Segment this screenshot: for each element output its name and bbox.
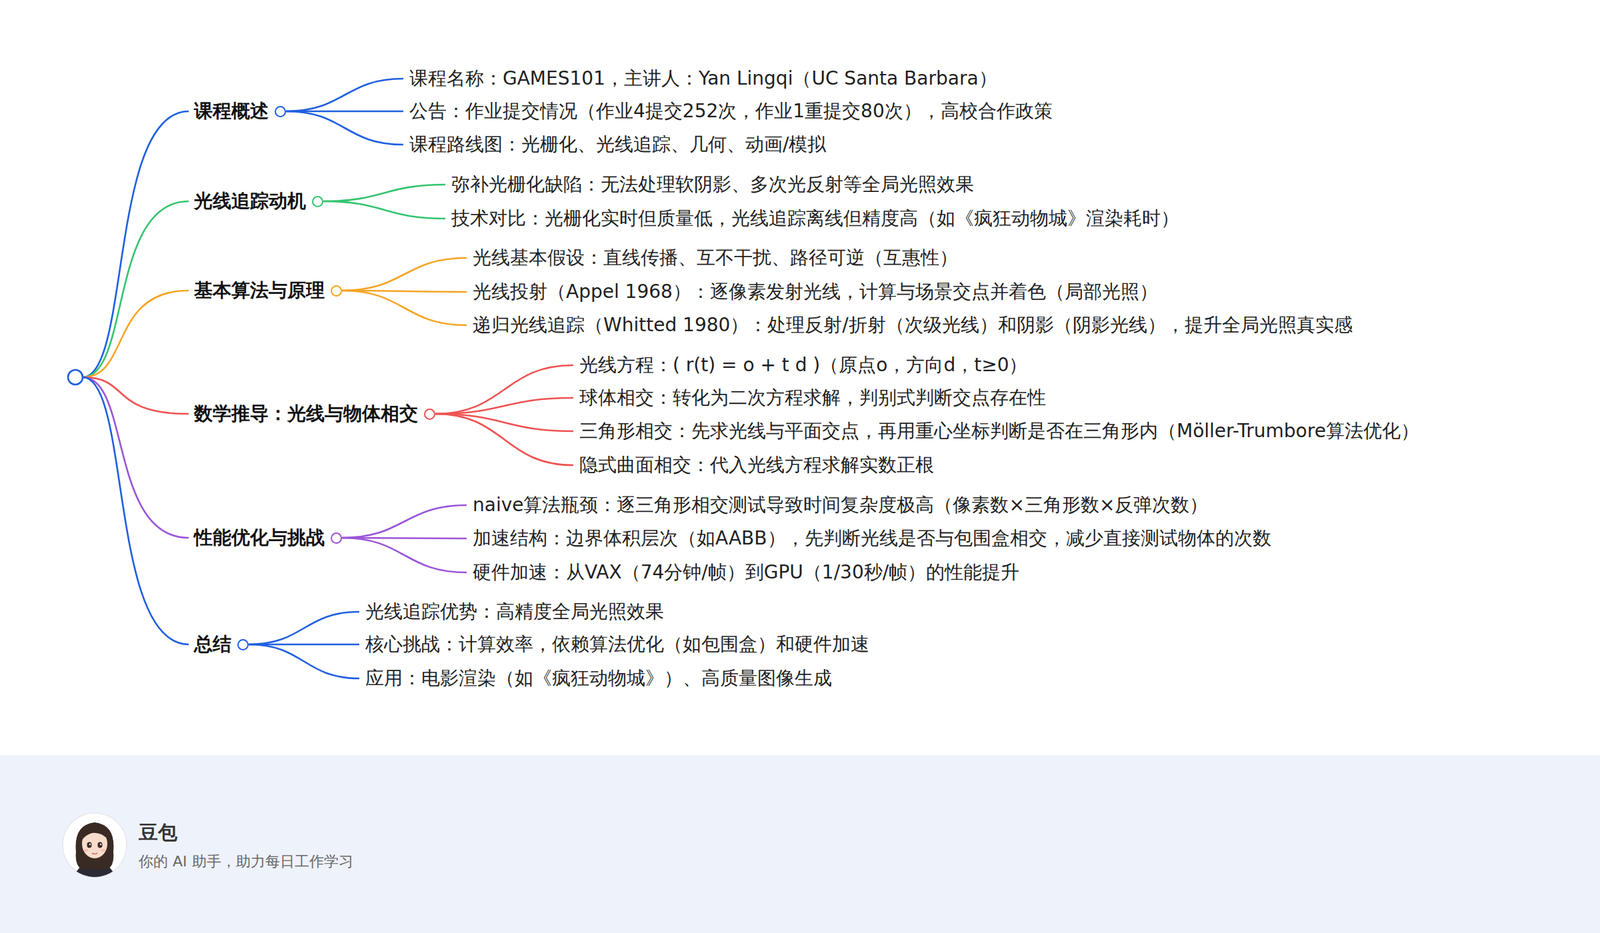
leaf-topic: 课程路线图：光栅化、光线追踪、几何、动画/模拟: [403, 132, 829, 158]
leaf-topic: 球体相交：转化为二次方程求解，判别式判断交点存在性: [573, 385, 1049, 411]
leaf-label: 光线追踪优势：高精度全局光照效果: [365, 599, 664, 625]
leaf-label: 技术对比：光栅化实时但质量低，光线追踪离线但精度高（如《疯狂动物城》渲染耗时）: [451, 206, 1180, 232]
leaf-label: 隐式曲面相交：代入光线方程求解实数正根: [579, 452, 934, 478]
leaf-topic: 课程名称：GAMES101，主讲人：Yan Lingqi（UC Santa Ba…: [403, 66, 1000, 92]
branch-dot: [330, 532, 342, 544]
branch-dot: [330, 285, 342, 297]
connector-line: [435, 398, 574, 414]
assistant-tagline: 你的 AI 助手，助力每日工作学习: [138, 852, 354, 872]
leaf-topic: 技术对比：光栅化实时但质量低，光线追踪离线但精度高（如《疯狂动物城》渲染耗时）: [445, 206, 1182, 232]
leaf-topic: 三角形相交：先求光线与平面交点，再用重心坐标判断是否在三角形内（Möller-T…: [573, 418, 1422, 444]
branch-connector: [342, 290, 467, 326]
branch-connector: [342, 538, 467, 573]
leaf-label: 应用：电影渲染（如《疯狂动物城》）、高质量图像生成: [365, 666, 832, 692]
root-branch-line: [82, 201, 189, 378]
branch-dot: [424, 408, 436, 420]
leaf-label: 光线方程：( r(t) = o + t d )（原点o，方向d，t≥0）: [579, 352, 1028, 378]
leaf-topic: 递归光线追踪（Whitted 1980）：处理反射/折射（次级光线）和阴影（阴影…: [466, 312, 1356, 338]
root-branch-line: [82, 111, 189, 378]
leaf-label: 光线基本假设：直线传播、互不干扰、路径可逆（互惠性）: [472, 245, 958, 271]
leaf-label: 核心挑战：计算效率，依赖算法优化（如包围盒）和硬件加速: [365, 632, 870, 658]
leaf-label: 球体相交：转化为二次方程求解，判别式判断交点存在性: [579, 385, 1046, 411]
footer-band: [0, 755, 1600, 933]
connector-line: [342, 538, 467, 573]
connector-line: [248, 612, 360, 645]
branch-connector: [248, 644, 360, 679]
branch-connector: [342, 505, 467, 538]
branch-topic: 光线追踪动机: [187, 188, 324, 214]
connector-line: [342, 290, 467, 326]
connector-line: [323, 201, 446, 219]
root-branch-line: [82, 290, 189, 378]
connector-line: [342, 505, 467, 538]
branch-connector: [286, 111, 404, 112]
leaf-topic: 硬件加速：从VAX（74分钟/帧）到GPU（1/30秒/帧）的性能提升: [466, 560, 1022, 586]
branch-connector: [248, 612, 360, 645]
leaf-label: naive算法瓶颈：逐三角形相交测试导致时间复杂度极高（像素数×三角形数×反弹次…: [472, 492, 1208, 518]
branch-connector: [435, 414, 574, 466]
leaf-topic: 加速结构：边界体积层次（如AABB），先判断光线是否与包围盒相交，减少直接测试物…: [466, 526, 1274, 552]
leaf-topic: 弥补光栅化缺陷：无法处理软阴影、多次光反射等全局光照效果: [445, 172, 977, 198]
leaf-label: 三角形相交：先求光线与平面交点，再用重心坐标判断是否在三角形内（Möller-T…: [579, 418, 1420, 444]
leaf-topic: 公告：作业提交情况（作业4提交252次，作业1重提交80次），高校合作政策: [403, 98, 1056, 124]
assistant-name: 豆包: [138, 820, 178, 847]
leaf-topic: naive算法瓶颈：逐三角形相交测试导致时间复杂度极高（像素数×三角形数×反弹次…: [466, 492, 1211, 518]
connector-line: [323, 184, 446, 202]
leaf-topic: 光线投射（Appel 1968）：逐像素发射光线，计算与场景交点并着色（局部光照…: [466, 279, 1161, 305]
connector-line: [286, 78, 404, 112]
leaf-topic: 光线追踪优势：高精度全局光照效果: [359, 599, 667, 625]
connector-line: [248, 644, 360, 679]
connector-line: [342, 258, 467, 291]
leaf-topic: 隐式曲面相交：代入光线方程求解实数正根: [573, 452, 937, 478]
root-branch-line: [82, 377, 189, 414]
branch-dot: [274, 106, 286, 118]
branch-connector: [286, 111, 404, 145]
branch-connector: [286, 78, 404, 112]
branch-connector: [248, 644, 360, 646]
root-branch-line: [82, 377, 189, 645]
leaf-label: 光线投射（Appel 1968）：逐像素发射光线，计算与场景交点并着色（局部光照…: [472, 279, 1158, 305]
branch-connector: [435, 398, 574, 414]
leaf-label: 硬件加速：从VAX（74分钟/帧）到GPU（1/30秒/帧）的性能提升: [472, 560, 1020, 586]
branch-dot: [237, 639, 249, 651]
leaf-topic: 核心挑战：计算效率，依赖算法优化（如包围盒）和硬件加速: [359, 632, 872, 658]
leaf-label: 课程路线图：光栅化、光线追踪、几何、动画/模拟: [409, 132, 826, 158]
assistant-avatar: [61, 812, 128, 879]
branch-label: 性能优化与挑战: [194, 525, 325, 551]
branch-connector: [323, 201, 446, 219]
leaf-label: 公告：作业提交情况（作业4提交252次，作业1重提交80次），高校合作政策: [409, 98, 1053, 124]
branch-connector: [342, 258, 467, 291]
leaf-label: 弥补光栅化缺陷：无法处理软阴影、多次光反射等全局光照效果: [451, 172, 974, 198]
leaf-topic: 应用：电影渲染（如《疯狂动物城》）、高质量图像生成: [359, 666, 835, 692]
branch-connector: [435, 365, 574, 414]
branch-topic: 数学推导：光线与物体相交: [187, 401, 436, 427]
branch-label: 课程概述: [194, 98, 269, 124]
leaf-label: 加速结构：边界体积层次（如AABB），先判断光线是否与包围盒相交，减少直接测试物…: [472, 526, 1272, 552]
leaf-topic: 光线基本假设：直线传播、互不干扰、路径可逆（互惠性）: [466, 245, 961, 271]
branch-topic: 课程概述: [187, 98, 286, 124]
mindmap-area: 课程概述 课程名称：GAMES101，主讲人：Yan Lingqi（UC Sant…: [0, 0, 1600, 756]
branch-label: 总结: [194, 632, 232, 658]
branch-label: 基本算法与原理: [194, 278, 325, 304]
connector-line: [435, 414, 574, 466]
branch-label: 数学推导：光线与物体相交: [194, 401, 418, 427]
leaf-topic: 光线方程：( r(t) = o + t d )（原点o，方向d，t≥0）: [573, 352, 1030, 378]
root-branch-line: [82, 377, 189, 538]
connector-line: [286, 111, 404, 145]
leaf-label: 课程名称：GAMES101，主讲人：Yan Lingqi（UC Santa Ba…: [409, 66, 998, 92]
branch-topic: 基本算法与原理: [187, 278, 342, 304]
connector-line: [435, 365, 574, 414]
branch-topic: 性能优化与挑战: [187, 525, 342, 551]
root-circle: [68, 370, 83, 385]
branch-topic: 总结: [187, 632, 249, 658]
branch-connector: [323, 184, 446, 202]
branch-dot: [312, 196, 324, 208]
branch-label: 光线追踪动机: [194, 188, 306, 214]
leaf-label: 递归光线追踪（Whitted 1980）：处理反射/折射（次级光线）和阴影（阴影…: [472, 312, 1353, 338]
